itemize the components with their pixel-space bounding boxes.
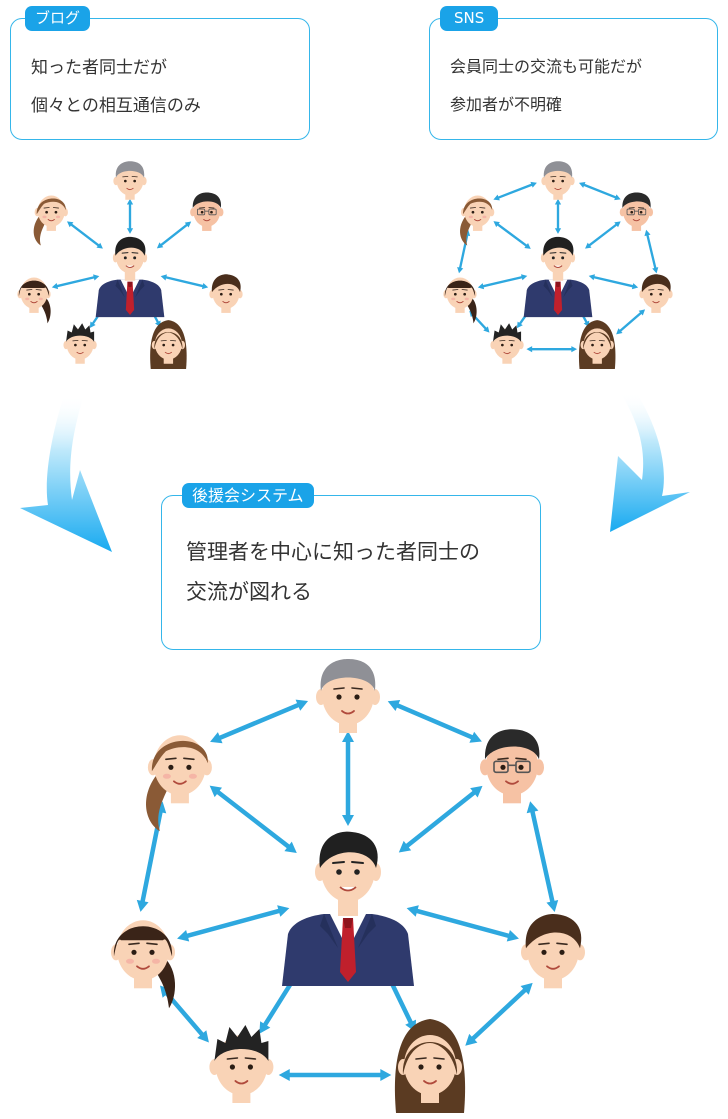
gray-haired-man [316, 659, 380, 733]
long-haired-woman [578, 320, 616, 369]
gray-haired-man [113, 161, 147, 200]
spoke-arrow [585, 221, 621, 249]
spoke-arrow [406, 905, 519, 942]
spiky-haired-boy [63, 323, 97, 364]
spoke-arrow [588, 274, 639, 290]
ring-arrow [526, 346, 578, 353]
woman-with-bangs [443, 277, 477, 324]
sns-network [443, 161, 673, 369]
woman-with-ponytail [33, 195, 68, 246]
long-haired-woman [394, 1019, 466, 1113]
spiky-haired-boy [490, 323, 524, 364]
ring-arrow [526, 801, 559, 913]
ring-arrow [278, 1068, 392, 1081]
ring-arrow [644, 229, 659, 274]
ring-arrow [493, 181, 537, 201]
ring-arrow [465, 982, 533, 1046]
system-line-2: 交流が図れる [186, 580, 312, 604]
ring-arrow [616, 309, 646, 335]
system-card: 後援会システム 管理者を中心に知った者同士の 交流が図れる [161, 483, 541, 650]
ring-arrow [210, 699, 309, 744]
blog-network [17, 161, 243, 369]
spoke-arrow [177, 905, 290, 942]
blog-line-2: 個々との相互通信のみ [31, 96, 201, 116]
woman-with-ponytail [146, 735, 212, 832]
spiky-haired-boy [209, 1025, 274, 1103]
young-man [639, 274, 673, 313]
gray-haired-man [541, 161, 575, 200]
spoke-arrow [209, 785, 297, 854]
spoke-arrow [160, 274, 209, 290]
young-man [521, 913, 585, 989]
spoke-arrow [493, 221, 531, 249]
man-with-glasses [190, 192, 224, 231]
man-with-glasses [619, 192, 654, 231]
spoke-arrow [126, 198, 134, 234]
spoke-arrow [67, 221, 103, 249]
long-haired-woman [150, 320, 187, 369]
sns-line-1: 会員同士の交流も可能だが [450, 57, 643, 76]
system-line-1: 管理者を中心に知った者同士の [186, 540, 480, 564]
sns-card: SNS 会員同士の交流も可能だが 参加者が不明確 [429, 6, 718, 140]
spoke-arrow [156, 221, 192, 249]
sns-tag: SNS [440, 6, 499, 31]
woman-with-bangs [111, 920, 176, 1009]
left-flow-arrow [20, 395, 112, 552]
system-tag: 後援会システム [182, 483, 314, 508]
system-network [111, 659, 585, 1113]
man-with-glasses [480, 729, 544, 804]
blog-card: ブログ 知った者同士だが 個々との相互通信のみ [10, 6, 310, 140]
blog-line-1: 知った者同士だが [31, 58, 167, 78]
blog-tag: ブログ [25, 6, 91, 31]
spoke-arrow [398, 785, 483, 853]
young-man [209, 274, 243, 313]
spoke-arrow [554, 198, 562, 234]
manager [95, 236, 165, 318]
sns-line-2: 参加者が不明確 [450, 95, 563, 114]
manager [523, 236, 593, 318]
ring-arrow [579, 182, 621, 201]
ring-arrow [387, 700, 482, 743]
spoke-arrow [477, 274, 528, 290]
woman-with-bangs [17, 277, 51, 324]
spoke-arrow [51, 274, 100, 290]
spoke-arrow [342, 731, 354, 826]
manager [282, 831, 414, 986]
woman-with-ponytail [460, 195, 495, 246]
right-flow-arrow [610, 392, 690, 532]
